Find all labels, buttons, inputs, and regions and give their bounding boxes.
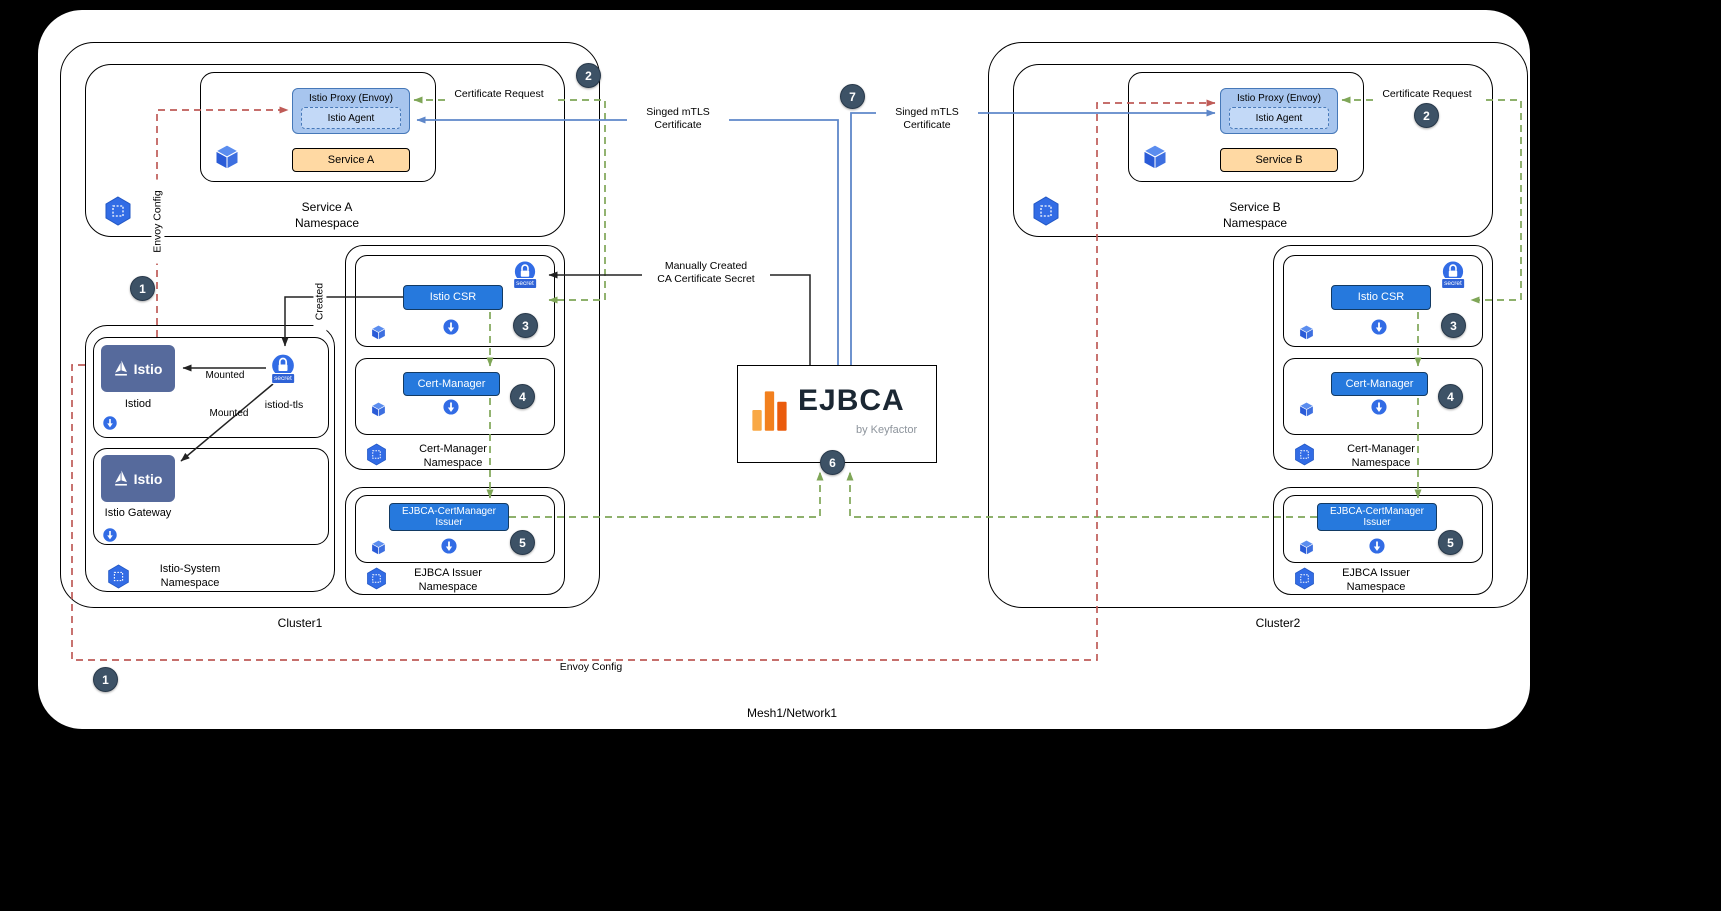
cert-manager-namespace-label-c2: Cert-Manager Namespace — [1347, 443, 1415, 470]
service-a-box: Service A — [292, 148, 410, 172]
namespace-icon — [1294, 567, 1315, 590]
cert-manager-button-c1: Cert-Manager — [403, 372, 500, 396]
pod-icon — [370, 401, 387, 418]
namespace-icon — [107, 564, 130, 589]
ejbca-tagline: by Keyfactor — [856, 424, 918, 436]
secret-icon-label: secret — [271, 372, 295, 384]
step-badge-1-cluster1: 1 — [130, 276, 155, 301]
istio-agent-label-b: Istio Agent — [1255, 112, 1303, 124]
deployment-icon — [442, 318, 460, 336]
pod-icon — [370, 539, 387, 556]
istio-agent-box-a: Istio Agent — [301, 107, 401, 129]
service-a-namespace-label: Service A Namespace — [294, 200, 360, 230]
envoy-config-label-vertical: Envoy Config — [151, 179, 165, 264]
istio-sail-icon — [114, 360, 129, 378]
istio-logo-text: Istio — [133, 360, 163, 377]
step-badge-6: 6 — [820, 450, 845, 475]
envoy-config-label-bottom: Envoy Config — [547, 661, 635, 675]
step-badge-3-cluster2: 3 — [1441, 313, 1466, 338]
step-badge-5-cluster1: 5 — [510, 530, 535, 555]
cluster2-label: Cluster2 — [1255, 616, 1301, 630]
signed-mtls-label-right: Singed mTLS Certificate — [876, 106, 978, 133]
created-label: Created — [313, 271, 327, 332]
istio-agent-label-a: Istio Agent — [327, 112, 375, 124]
istio-csr-button-c1: Istio CSR — [403, 285, 503, 310]
namespace-icon — [366, 443, 387, 466]
certificate-request-label-c1: Certificate Request — [445, 88, 553, 102]
istio-logo: Istio — [101, 345, 175, 392]
mounted-label-top: Mounted — [205, 370, 245, 381]
deployment-icon — [442, 398, 460, 416]
istio-logo-text: Istio — [133, 470, 163, 487]
istio-proxy-box-b: Istio Proxy (Envoy) Istio Agent — [1220, 88, 1338, 134]
step-badge-3-cluster1: 3 — [513, 313, 538, 338]
istiod-label: Istiod — [124, 398, 152, 410]
pod-icon — [1298, 324, 1315, 341]
step-badge-2-cluster2: 2 — [1414, 103, 1439, 128]
namespace-icon — [1032, 196, 1060, 226]
step-badge-1-bottom: 1 — [93, 667, 118, 692]
istio-proxy-label-a: Istio Proxy (Envoy) — [309, 93, 393, 104]
istio-csr-button-c2: Istio CSR — [1331, 285, 1431, 310]
secret-icon-label: secret — [513, 277, 537, 289]
step-badge-4-cluster2: 4 — [1438, 384, 1463, 409]
pod-icon — [213, 143, 241, 171]
manually-created-secret-label: Manually Created CA Certificate Secret — [642, 260, 770, 287]
istio-gateway-label: Istio Gateway — [104, 507, 172, 519]
namespace-icon — [366, 567, 387, 590]
ejbca-certmanager-issuer-button-c1: EJBCA-CertManager Issuer — [389, 503, 509, 531]
step-badge-7: 7 — [840, 84, 865, 109]
namespace-icon — [1294, 443, 1315, 466]
step-badge-4-cluster1: 4 — [510, 384, 535, 409]
istio-logo-gateway: Istio — [101, 455, 175, 502]
deployment-icon — [102, 415, 118, 431]
istio-proxy-label-b: Istio Proxy (Envoy) — [1237, 93, 1321, 104]
deployment-icon — [1370, 398, 1388, 416]
ejbca-issuer-namespace-label-c2: EJBCA Issuer Namespace — [1342, 567, 1410, 594]
service-b-box: Service B — [1220, 148, 1338, 172]
istio-sail-icon — [114, 470, 129, 488]
deployment-icon — [1368, 537, 1386, 555]
ejbca-issuer-namespace-label-c1: EJBCA Issuer Namespace — [414, 567, 482, 594]
step-badge-2-cluster1: 2 — [576, 63, 601, 88]
secret-icon-label: secret — [1441, 277, 1465, 289]
pod-icon — [1298, 539, 1315, 556]
istio-agent-box-b: Istio Agent — [1229, 107, 1329, 129]
service-b-namespace-label: Service B Namespace — [1222, 200, 1288, 230]
secret-icon-c2: secret — [1439, 259, 1467, 289]
istiod-tls-label: istiod-tls — [264, 399, 304, 411]
cert-manager-namespace-label-c1: Cert-Manager Namespace — [419, 443, 487, 470]
istio-system-namespace-label: Istio-System Namespace — [159, 563, 221, 590]
deployment-icon — [102, 527, 118, 543]
istio-proxy-box-a: Istio Proxy (Envoy) Istio Agent — [292, 88, 410, 134]
secret-icon-istiod-tls: secret — [268, 352, 298, 384]
mesh-label: Mesh1/Network1 — [746, 706, 838, 720]
deployment-icon — [440, 537, 458, 555]
cluster1-label: Cluster1 — [277, 616, 323, 630]
pod-icon — [370, 324, 387, 341]
ejbca-certmanager-issuer-button-c2: EJBCA-CertManager Issuer — [1317, 503, 1437, 531]
cert-manager-button-c2: Cert-Manager — [1331, 372, 1428, 396]
signed-mtls-label-left: Singed mTLS Certificate — [627, 106, 729, 133]
certificate-request-label-c2: Certificate Request — [1373, 88, 1481, 102]
pod-icon — [1141, 143, 1169, 171]
step-badge-5-cluster2: 5 — [1438, 530, 1463, 555]
pod-icon — [1298, 401, 1315, 418]
deployment-icon — [1370, 318, 1388, 336]
ejbca-logo-text: EJBCA — [798, 384, 905, 417]
secret-icon-c1: secret — [511, 259, 539, 289]
ejbca-logo-icon — [752, 391, 787, 431]
mounted-label-bottom: Mounted — [209, 408, 249, 419]
namespace-icon — [104, 196, 132, 226]
